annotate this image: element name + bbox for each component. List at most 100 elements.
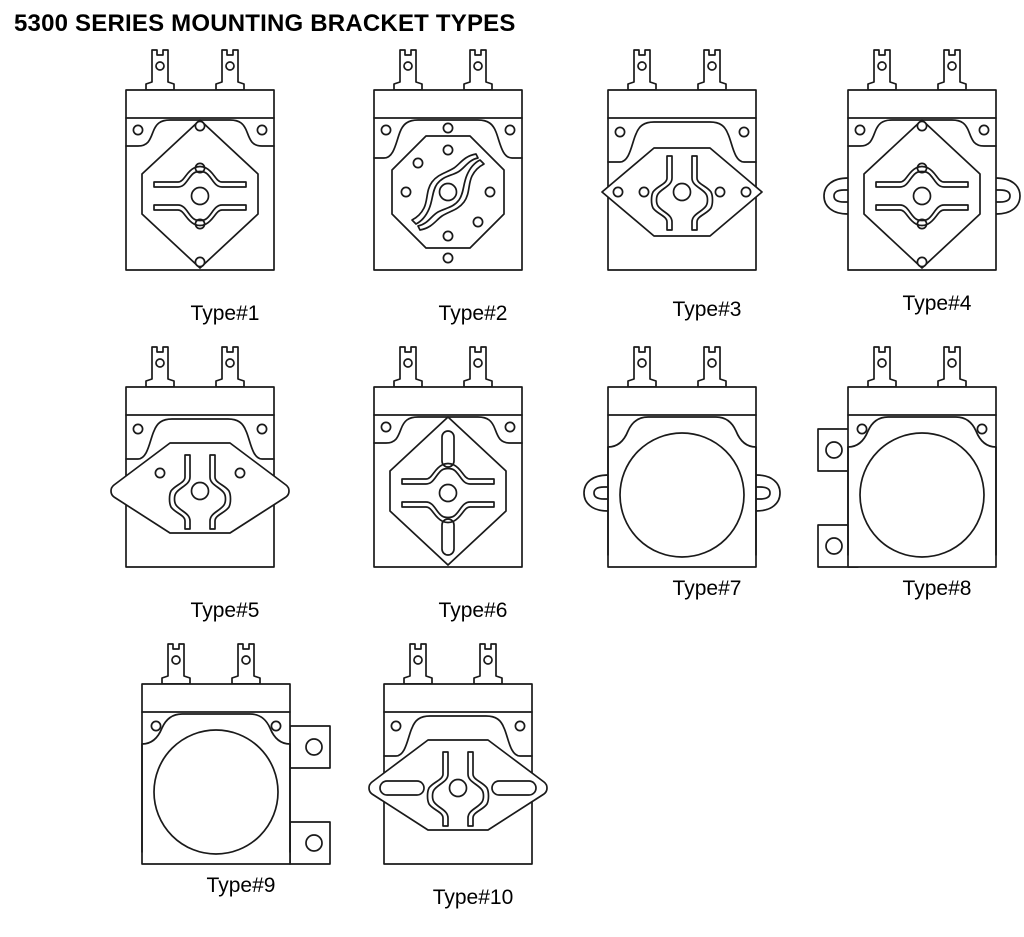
curved-slot-right-type-10 — [467, 751, 490, 827]
hole-upper-left-type-4 — [854, 124, 866, 136]
terminal-right-type-1 — [215, 49, 245, 91]
square-ear-upper-right-type-9 — [289, 725, 331, 769]
side-ear-right-type-7 — [749, 474, 781, 512]
hole-plate-lower-right-type-2 — [472, 216, 484, 228]
wavy-slot-lower-type-4 — [875, 204, 969, 227]
hole-outer-right-type-3 — [740, 186, 752, 198]
terminal-right-type-8 — [937, 346, 967, 388]
terminal-left-type-3 — [627, 49, 657, 91]
horizontal-slot-left-type-10 — [379, 780, 425, 796]
wavy-slot-lower-type-6 — [401, 501, 495, 524]
bracket-drawing-type-10 — [358, 640, 588, 890]
figure-cell-type-6: Type#6 — [358, 343, 588, 640]
figure-label-type-7: Type#7 — [672, 577, 742, 600]
terminal-right-type-4 — [937, 49, 967, 91]
figure-cell-type-3: Type#3 — [592, 46, 822, 343]
hole-plate-bottom-type-2 — [442, 230, 454, 242]
hole-plate-top-type-4 — [916, 120, 928, 132]
hole-upper-left-type-6 — [380, 421, 392, 433]
center-circle-type-7 — [619, 432, 745, 558]
hole-plate-bottom-type-4 — [916, 256, 928, 268]
hole-top-outer-type-2 — [442, 122, 454, 134]
curved-slot-left-type-3 — [650, 155, 673, 231]
hole-bottom-outer-type-2 — [442, 252, 454, 264]
terminal-right-type-9 — [231, 643, 261, 685]
horizontal-slot-right-type-10 — [491, 780, 537, 796]
figure-cell-type-1: Type#1 — [110, 46, 340, 343]
wavy-slot-upper-type-4 — [875, 165, 969, 188]
figure-cell-type-4: Type#4 — [822, 46, 1024, 343]
curved-slot-left-type-5 — [168, 454, 191, 530]
wavy-slot-lower-type-1 — [153, 204, 247, 227]
terminal-right-type-7 — [697, 346, 727, 388]
center-circle-type-8 — [859, 432, 985, 558]
terminal-left-type-5 — [145, 346, 175, 388]
hole-plate-left-type-5 — [154, 467, 166, 479]
vertical-slot-top-type-6 — [441, 430, 455, 468]
center-hole-type-4 — [912, 186, 932, 206]
figure-cell-type-8: Type#8 — [817, 343, 1024, 640]
hole-upper-right-type-8 — [976, 423, 988, 435]
figure-label-type-6: Type#6 — [438, 599, 508, 622]
figure-cell-type-2: Type#2 — [358, 46, 588, 343]
hole-upper-left-type-2 — [380, 124, 392, 136]
figure-cell-type-10: Type#10 — [358, 640, 588, 937]
bracket-drawing-type-3 — [592, 46, 822, 296]
shoulder-profile-type-10 — [383, 715, 533, 757]
terminal-left-type-2 — [393, 49, 423, 91]
hole-plate-top-type-1 — [194, 120, 206, 132]
figure-label-type-10: Type#10 — [432, 886, 514, 909]
side-ear-left-type-7 — [583, 474, 615, 512]
hole-outer-left-type-3 — [612, 186, 624, 198]
page-title: 5300 SERIES MOUNTING BRACKET TYPES — [14, 10, 516, 37]
figure-label-type-1: Type#1 — [190, 302, 260, 325]
curved-slot-left-type-10 — [426, 751, 449, 827]
shoulder-profile-type-9 — [141, 713, 291, 853]
hole-plate-bottom-type-1 — [194, 256, 206, 268]
center-hole-type-1 — [190, 186, 210, 206]
hole-upper-left-type-9 — [150, 720, 162, 732]
hole-plate-right-type-5 — [234, 467, 246, 479]
hole-upper-right-type-9 — [270, 720, 282, 732]
figure-label-type-8: Type#8 — [902, 577, 972, 600]
hole-inner-right-type-3 — [714, 186, 726, 198]
hole-upper-left-type-3 — [614, 126, 626, 138]
hole-plate-left-type-2 — [400, 186, 412, 198]
hole-plate-right-type-2 — [484, 186, 496, 198]
terminal-left-type-7 — [627, 346, 657, 388]
figure-label-type-2: Type#2 — [438, 302, 508, 325]
bracket-figure-grid: Type#1 — [0, 46, 1024, 937]
figure-label-type-9: Type#9 — [206, 874, 276, 897]
bracket-drawing-type-1 — [110, 46, 340, 296]
terminal-right-type-6 — [463, 346, 493, 388]
terminal-left-type-10 — [403, 643, 433, 685]
terminal-left-type-9 — [161, 643, 191, 685]
figure-row-1: Type#1 — [0, 46, 1024, 343]
hole-upper-right-type-10 — [514, 720, 526, 732]
center-hole-type-2 — [438, 182, 458, 202]
figure-label-type-5: Type#5 — [190, 599, 260, 622]
hole-upper-right-type-6 — [504, 421, 516, 433]
curved-slot-right-type-5 — [209, 454, 232, 530]
shoulder-profile-type-7 — [607, 416, 757, 556]
figure-label-type-4: Type#4 — [902, 292, 972, 315]
figure-label-type-3: Type#3 — [672, 298, 742, 321]
center-hole-type-3 — [672, 182, 692, 202]
curved-slot-right-type-3 — [691, 155, 714, 231]
hole-upper-right-type-3 — [738, 126, 750, 138]
center-hole-type-5 — [190, 481, 210, 501]
figure-row-2: Type#5 — [0, 343, 1024, 640]
figure-cell-type-7: Type#7 — [583, 343, 822, 640]
bracket-drawing-type-9 — [126, 640, 356, 890]
terminal-right-type-10 — [473, 643, 503, 685]
s-slot-lower-type-2 — [417, 159, 485, 231]
hole-upper-right-type-4 — [978, 124, 990, 136]
figure-cell-type-5: Type#5 — [110, 343, 340, 640]
center-hole-type-10 — [448, 778, 468, 798]
bracket-drawing-type-5 — [110, 343, 340, 593]
shoulder-profile-type-2 — [373, 119, 523, 159]
shoulder-profile-type-5 — [125, 418, 275, 460]
figure-cell-type-9: Type#9 — [126, 640, 356, 937]
hole-upper-left-type-1 — [132, 124, 144, 136]
figure-row-3: Type#9 — [0, 640, 1024, 937]
